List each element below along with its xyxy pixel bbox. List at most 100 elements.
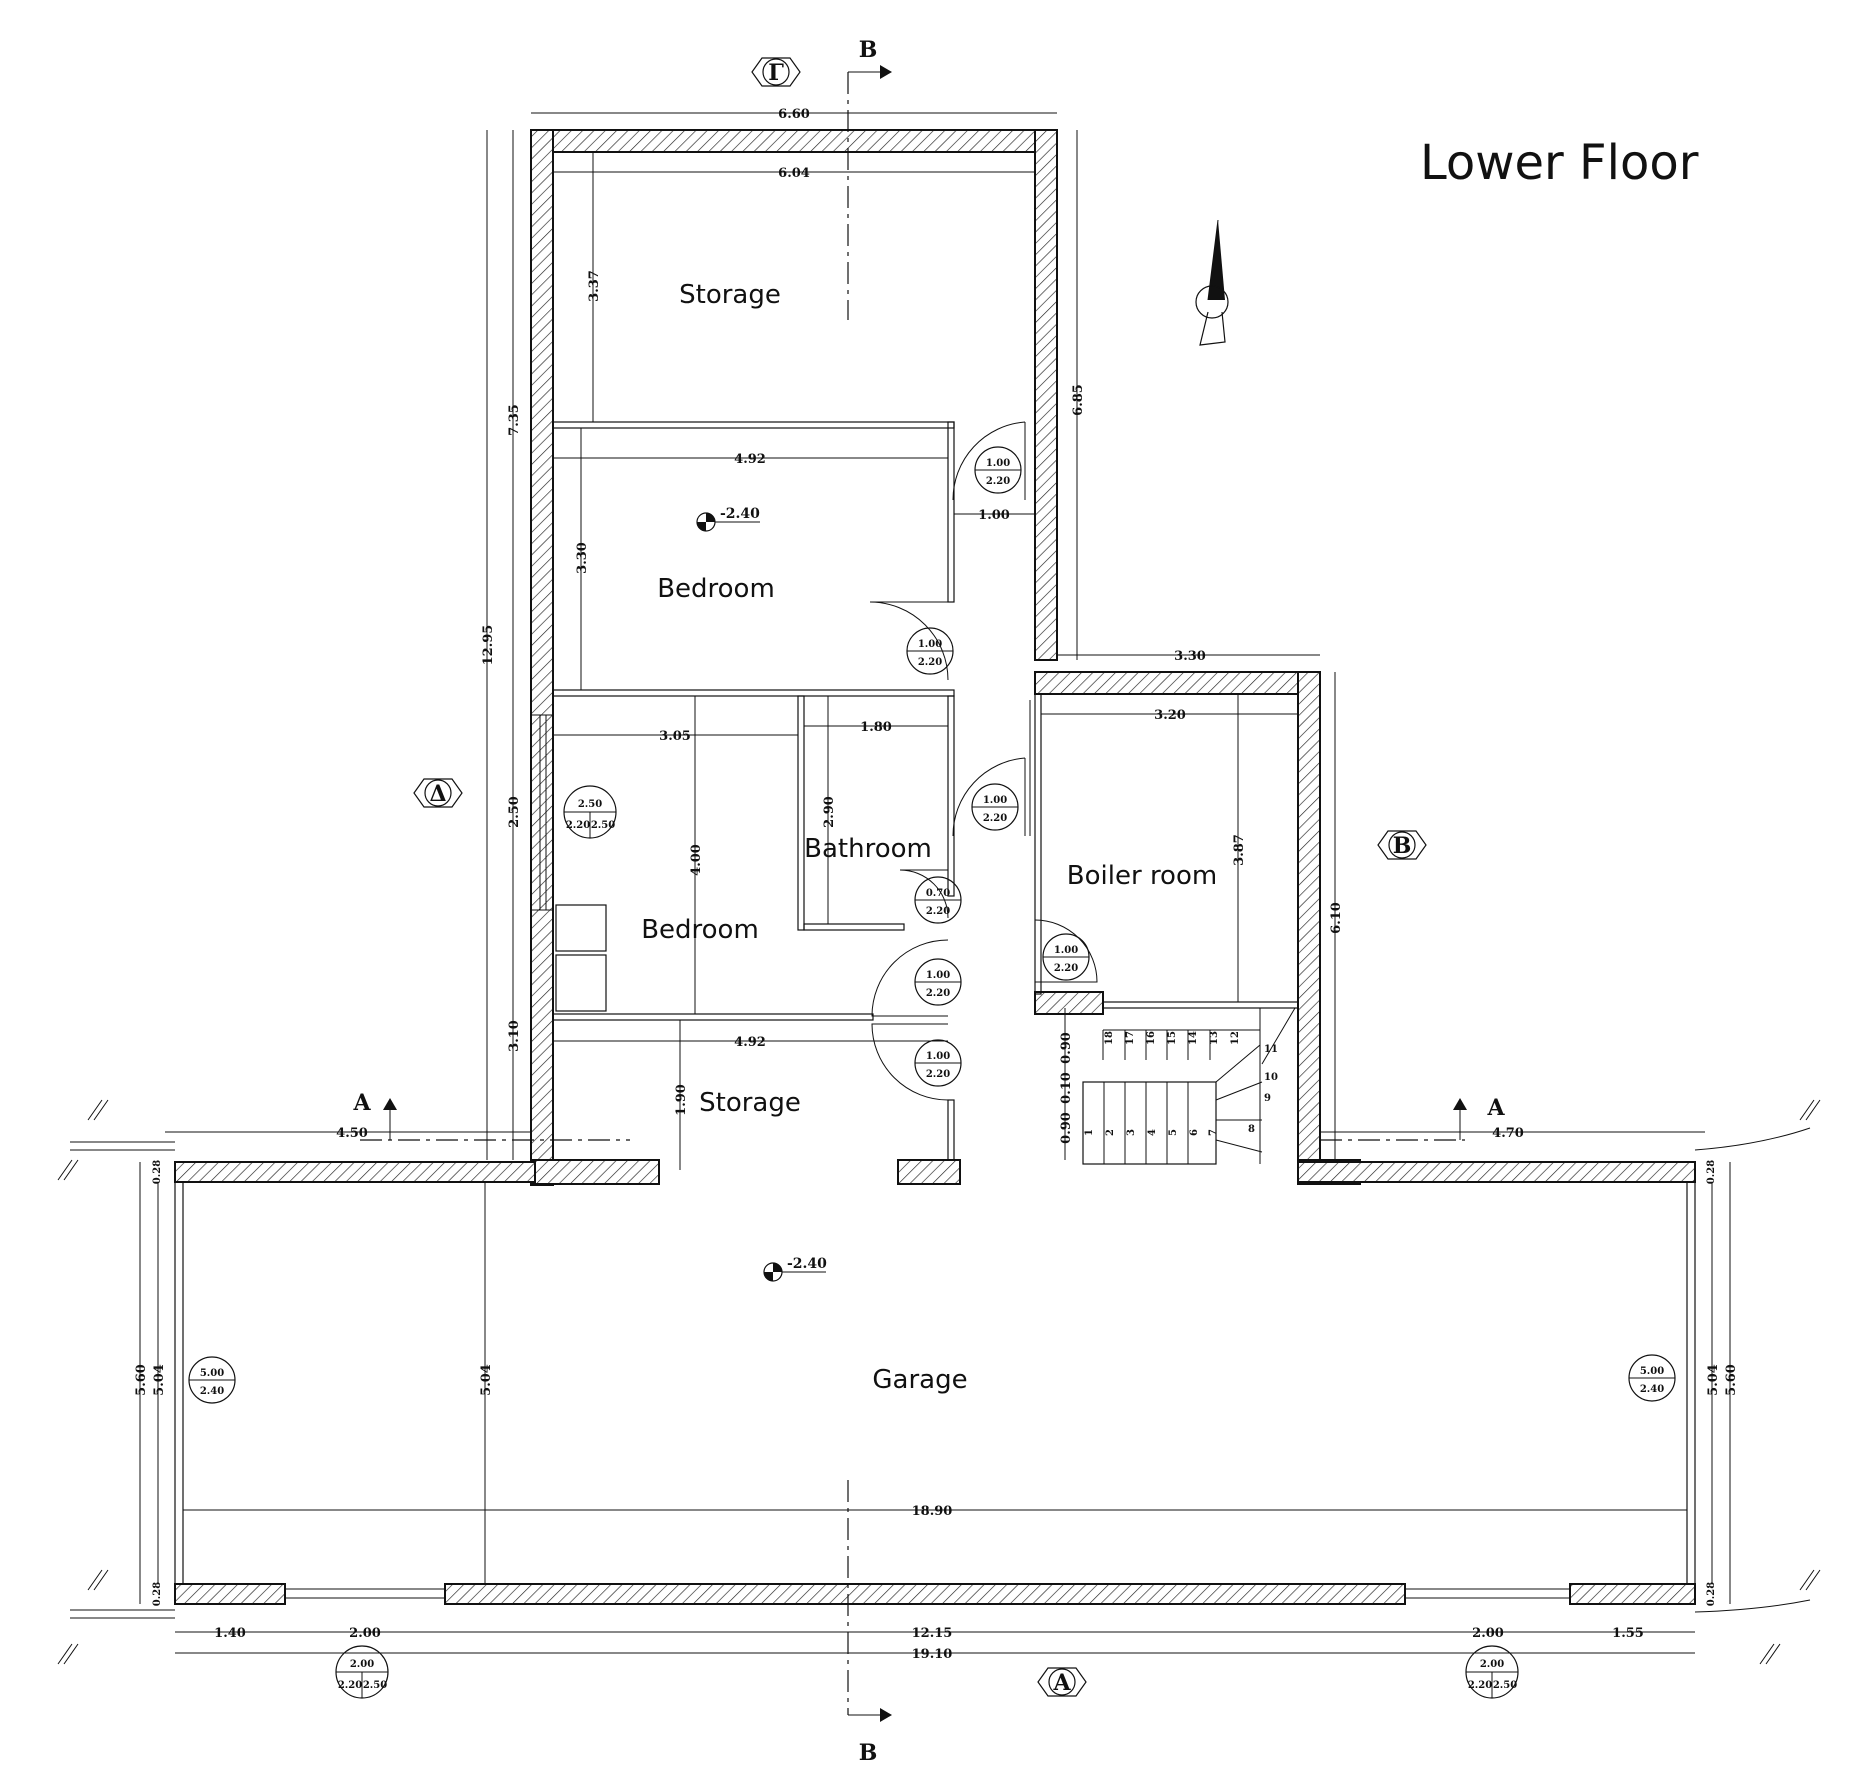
- elevation-marker-garage: -2.40: [763, 1256, 827, 1282]
- stair-step-number: 15: [1167, 1031, 1178, 1045]
- window-bed2: [531, 714, 553, 911]
- garage-outline: [57, 1099, 1821, 1665]
- svg-text:2.20: 2.20: [926, 906, 950, 917]
- view-mark-b: B: [1377, 830, 1427, 860]
- svg-text:2.20: 2.20: [983, 813, 1007, 824]
- dim-boiler-h: 3.87: [1232, 834, 1247, 866]
- door-tag: 1.00 2.20: [971, 783, 1019, 831]
- garage-window-tag: 2.00 2.20 2.50: [1465, 1645, 1519, 1699]
- wall-stub-mid: [897, 1159, 961, 1185]
- section-marks: B B A A: [352, 37, 1505, 1766]
- stair-step-number: 9: [1264, 1093, 1271, 1104]
- svg-text:2.50: 2.50: [1493, 1680, 1517, 1691]
- dim-bed1-w: 4.92: [734, 452, 766, 467]
- svg-text:2.20: 2.20: [926, 988, 950, 999]
- door-bedroom-1: [869, 601, 949, 681]
- svg-text:5.00: 5.00: [200, 1368, 224, 1379]
- svg-text:2.20: 2.20: [338, 1680, 362, 1691]
- stair-step-number: 12: [1230, 1031, 1241, 1045]
- arrow-a-left: [383, 1098, 397, 1110]
- dim-left-504: 5.04: [152, 1364, 167, 1396]
- dim-left-735: 7.35: [507, 404, 522, 436]
- dim-bath-h: 2.90: [822, 796, 837, 828]
- room-bedroom-2: Bedroom: [641, 915, 759, 945]
- wall-boiler-top: [1034, 671, 1321, 695]
- stair-step-number: 6: [1189, 1129, 1200, 1136]
- elevation-markers: -2.40 -2.40: [696, 506, 827, 1282]
- stair-step-number: 18: [1104, 1031, 1115, 1045]
- garage-left-wall: [174, 1181, 184, 1585]
- view-mark-a: A: [1037, 1667, 1087, 1697]
- svg-text:A: A: [1052, 1670, 1071, 1696]
- partition-bed1-bed2: [552, 689, 955, 697]
- svg-text:5.00: 5.00: [1640, 1366, 1664, 1377]
- wardrobe-2: [555, 954, 607, 1012]
- svg-text:Δ: Δ: [429, 781, 446, 807]
- svg-text:-2.40: -2.40: [720, 506, 760, 522]
- section-b-top: B: [859, 37, 878, 63]
- door-tag: 0.70 2.20: [914, 876, 962, 924]
- dim-left-450: 4.50: [336, 1126, 368, 1141]
- svg-text:2.20: 2.20: [1468, 1680, 1492, 1691]
- svg-text:2.50: 2.50: [363, 1680, 387, 1691]
- dim-bottom-1215: 12.15: [912, 1626, 953, 1641]
- dim-right-685: 6.85: [1071, 384, 1086, 416]
- staircase: [1082, 1007, 1296, 1165]
- svg-text:2.20: 2.20: [566, 820, 590, 831]
- dim-boiler-inner: 3.20: [1154, 708, 1186, 723]
- partition-bath-bottom: [803, 923, 905, 931]
- dim-left-1295: 12.95: [481, 625, 496, 666]
- wall-right-upper: [1034, 129, 1058, 661]
- door-tag: 1.00 2.20: [914, 958, 962, 1006]
- dim-left-560: 5.60: [134, 1364, 149, 1396]
- opening-tags: 1.00 2.20 1.00 2.20 1.00 2.20 0.70 2.20 …: [188, 446, 1676, 1699]
- svg-text:1.00: 1.00: [926, 1051, 950, 1062]
- garage-door-tag: 5.00 2.40: [1628, 1354, 1676, 1402]
- view-mark-d: Δ: [413, 778, 463, 808]
- stair-step-number: 13: [1209, 1031, 1220, 1045]
- svg-text:2.20: 2.20: [926, 1069, 950, 1080]
- door-storage-bottom: [871, 1023, 949, 1101]
- svg-text:2.20: 2.20: [918, 657, 942, 668]
- partition-boiler-bottom: [1102, 1001, 1299, 1009]
- svg-text:-2.40: -2.40: [787, 1256, 827, 1272]
- stair-step-number: 8: [1248, 1124, 1255, 1135]
- dim-bottom-200a: 2.00: [349, 1626, 381, 1641]
- dim-right-470: 4.70: [1492, 1126, 1524, 1141]
- svg-text:Γ: Γ: [768, 60, 784, 86]
- view-mark-g: Γ: [751, 57, 801, 87]
- partition-bed1-right: [947, 421, 955, 603]
- room-storage-bottom: Storage: [699, 1088, 801, 1118]
- room-storage-top: Storage: [679, 280, 781, 310]
- doors: [869, 421, 1098, 1101]
- arrow-b-top: [880, 65, 892, 79]
- dim-bed2-w: 3.05: [659, 729, 691, 744]
- dim-right-610: 6.10: [1329, 902, 1344, 934]
- dim-wall-028-bl: 0.28: [152, 1582, 163, 1606]
- dim-left-250: 2.50: [507, 796, 522, 828]
- svg-text:1.00: 1.00: [918, 639, 942, 650]
- north-arrow-icon: [1195, 219, 1229, 346]
- walls: [174, 129, 1696, 1605]
- svg-text:2.50: 2.50: [578, 799, 602, 810]
- section-a-right: A: [1486, 1095, 1505, 1121]
- stair-step-number: 10: [1264, 1072, 1278, 1083]
- wall-garage-bottom-1: [174, 1583, 286, 1605]
- stair-step-number: 1: [1084, 1129, 1095, 1136]
- room-bedroom-1: Bedroom: [657, 574, 775, 604]
- stair-step-number: 5: [1168, 1129, 1179, 1136]
- garage-door-tag: 5.00 2.40: [188, 1356, 236, 1404]
- dim-garage-h: 5.04: [479, 1364, 494, 1396]
- garage-window-tag: 2.00 2.20 2.50: [335, 1645, 389, 1699]
- view-marks: Γ Δ B A: [413, 57, 1427, 1697]
- dim-storage2-h: 1.90: [674, 1084, 689, 1116]
- svg-text:1.00: 1.00: [986, 458, 1010, 469]
- elevation-marker-bedroom: -2.40: [696, 506, 760, 532]
- partition-boiler-left: [1034, 693, 1042, 995]
- wall-garage-bottom-2: [444, 1583, 1406, 1605]
- dim-bottom-200b: 2.00: [1472, 1626, 1504, 1641]
- dim-right-504: 5.04: [1706, 1364, 1721, 1396]
- wall-garage-top-left: [174, 1161, 536, 1183]
- dim-wall-028-br: 0.28: [1706, 1582, 1717, 1606]
